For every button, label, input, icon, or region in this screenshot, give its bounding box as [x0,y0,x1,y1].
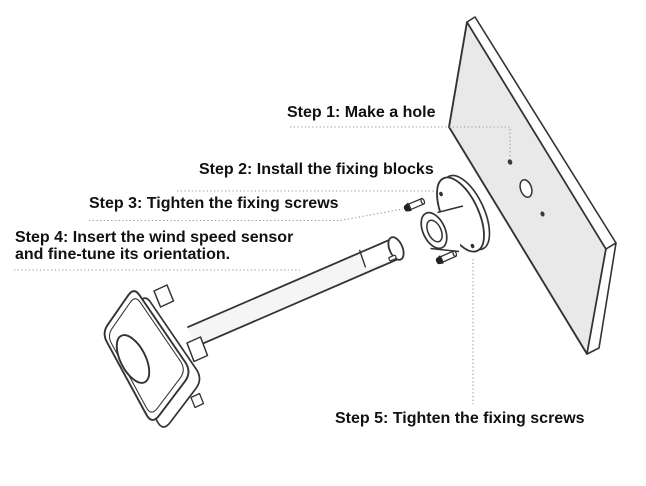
step-4-label-line-2: and fine-tune its orientation. [15,246,231,263]
flange-screw-hole-top [439,191,443,197]
step-1-label: Step 1: Make a hole [287,104,436,121]
tube-top-edge [187,237,393,329]
sensor-tab-top [153,284,175,308]
sensor-tab-middle [186,336,209,363]
flange-screw-hole-bottom [470,243,475,249]
sensor-bevel-line [108,298,184,413]
screw-head-cap [435,258,440,265]
fixing-screw-upper [403,197,426,212]
tube-bottom-edge [195,257,401,348]
tube-joint-line [358,249,367,268]
flange-boss-opening [426,219,443,243]
step-2-label: Step 2: Install the fixing blocks [199,161,434,178]
screw-head-cap [403,205,408,212]
fixing-screw-lower [435,250,458,265]
sensor-front-plate [103,290,190,421]
step-3-label: Step 3: Tighten the fixing screws [89,195,339,212]
tube-slot [388,254,397,262]
step-5-label: Step 5: Tighten the fixing screws [335,410,585,427]
wall-panel [448,16,617,355]
panel-right-edge [586,242,617,355]
step-4-label-line-1: Step 4: Insert the wind speed sensor [15,229,294,246]
tube-end-cap [387,236,405,261]
sensor-tab-bottom [190,392,205,409]
panel-hole-bottom [540,211,545,217]
leader-lines [14,126,511,404]
screw-tip [452,250,458,258]
panel-hole-top [507,159,513,165]
wind-speed-sensor-body [103,284,209,428]
flange-boss-top-edge [437,205,464,214]
sensor-oval-cutout [115,334,151,384]
screw-tip [420,197,426,205]
fixing-block-flange [420,174,491,253]
panel-oval-hole [519,179,533,198]
sensor-tube [187,236,405,348]
tube-body [187,238,401,347]
step-4-label: Step 4: Insert the wind speed sensor and… [15,229,293,263]
